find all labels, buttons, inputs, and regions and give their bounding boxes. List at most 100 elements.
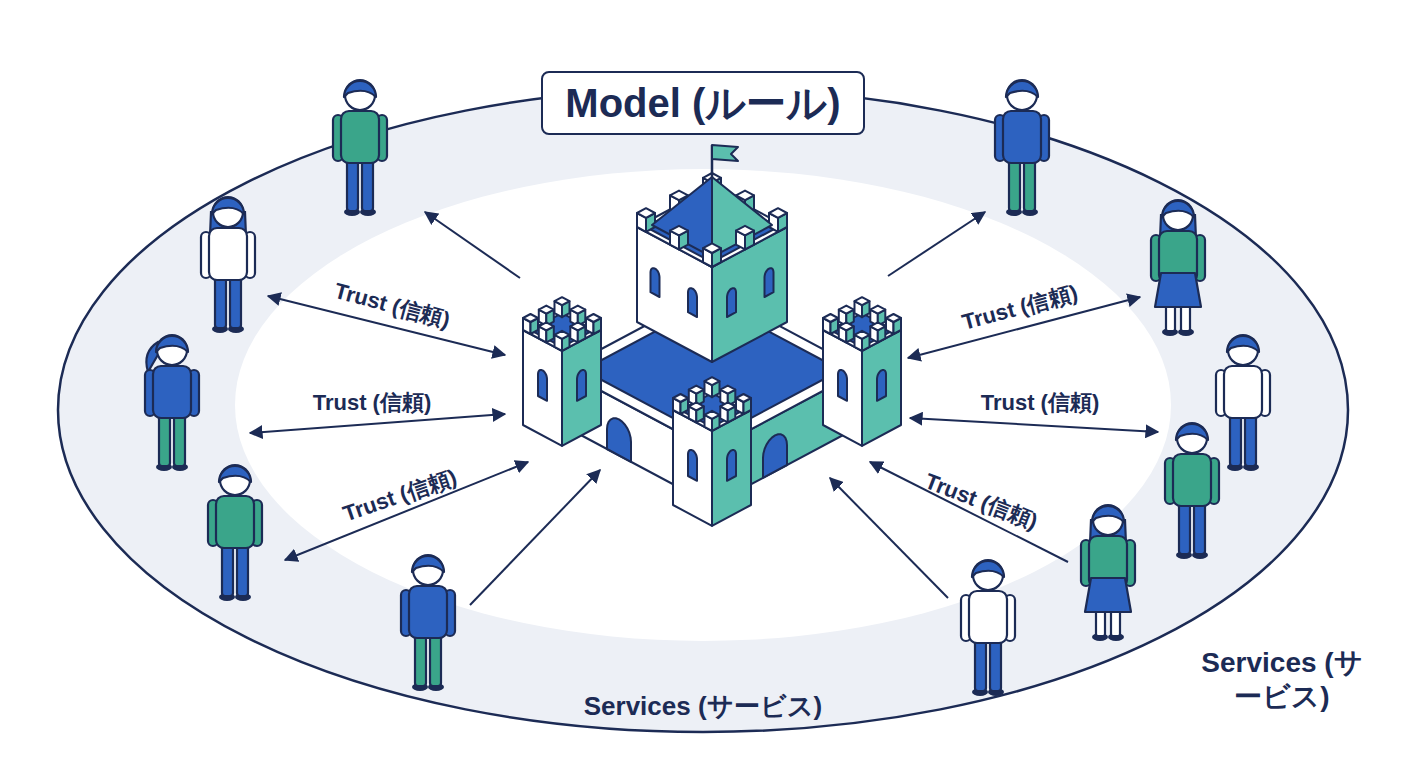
castle-window (607, 418, 631, 462)
person-hair (344, 81, 376, 97)
castle-top (855, 331, 870, 339)
person-head (157, 335, 187, 365)
person-hair (1162, 201, 1194, 217)
castle-top (637, 208, 655, 218)
castle-top (886, 314, 901, 322)
trust-label: Trust (信頼) (331, 278, 452, 334)
trust-label: Trust (信頼) (921, 468, 1041, 535)
castle-window (577, 370, 586, 401)
castle-top (689, 402, 704, 410)
person-part (1224, 366, 1262, 418)
castle-top (539, 306, 554, 314)
person-figure (1151, 200, 1205, 336)
castle-window (688, 288, 697, 317)
service-label: Services (サービス) (1195, 646, 1370, 713)
castle-window (688, 450, 697, 481)
person-hair (412, 556, 444, 572)
trust-arrow (285, 462, 528, 560)
person-skirt (1085, 578, 1131, 612)
castle-window (651, 268, 660, 297)
castle-window (763, 434, 787, 478)
person-hair (1176, 424, 1208, 440)
trust-arrow (250, 414, 505, 433)
person-hair (1006, 81, 1038, 97)
castle-wall (562, 330, 601, 446)
castle-top (839, 306, 854, 314)
person-head (213, 197, 243, 227)
person-hair (219, 466, 251, 482)
castle-illustration (523, 145, 901, 526)
castle-top (570, 306, 585, 314)
castle-top (673, 394, 688, 402)
person-head (1228, 335, 1258, 365)
castle-top (555, 297, 570, 305)
person-head (1007, 80, 1037, 110)
person-head (973, 560, 1003, 590)
castle-top (539, 322, 554, 330)
trust-arrow (425, 212, 520, 278)
person-figure (1216, 335, 1270, 471)
castle-window (727, 450, 736, 481)
castle-top (703, 243, 721, 253)
flag (712, 145, 738, 161)
castle-top (839, 322, 854, 330)
person-hair (1092, 506, 1124, 522)
inner-ground (235, 169, 1171, 641)
person-head (345, 80, 375, 110)
person-head (1177, 423, 1207, 453)
trust-arrow (888, 212, 985, 276)
castle-top (670, 226, 688, 236)
person-part (216, 496, 254, 548)
service-ring (58, 88, 1348, 732)
person-figure (333, 80, 387, 216)
person-figure (208, 465, 262, 601)
castle-top (769, 208, 787, 218)
trust-arrow (870, 462, 1068, 562)
castle-window (538, 370, 547, 401)
trust-arrow (470, 470, 600, 605)
person-figure (1165, 423, 1219, 559)
castle-window (727, 288, 736, 317)
person-hair (156, 336, 188, 352)
trust-label: Trust (信頼) (313, 390, 432, 416)
person-part (969, 591, 1007, 643)
trust-arrow (910, 418, 1158, 432)
person-figure (1081, 505, 1135, 641)
person-hair (212, 198, 244, 214)
person-part (1173, 454, 1211, 506)
person-figure (145, 335, 199, 471)
castle-top (705, 411, 720, 419)
castle-wall (823, 330, 862, 446)
castle-top (555, 331, 570, 339)
castle-top (870, 306, 885, 314)
keep-roof (712, 177, 772, 257)
castle-top (823, 314, 838, 322)
person-part (209, 228, 247, 280)
trust-label: Trust (信頼) (340, 464, 461, 528)
service-label: Services (サービス) (584, 691, 823, 722)
castle-top (586, 314, 601, 322)
castle-wall (673, 410, 712, 526)
box-title: Model (ルール) (565, 79, 840, 127)
castle-top (689, 386, 704, 394)
castle-top (720, 402, 735, 410)
person-part (341, 111, 379, 163)
castle-window (765, 268, 774, 297)
person-part (1003, 111, 1041, 163)
trust-label: Trust (信頼) (981, 390, 1100, 416)
person-figure (201, 197, 255, 333)
castle-window (877, 370, 886, 401)
person-part (409, 586, 447, 638)
person-hair (972, 561, 1004, 577)
castle-wall (862, 330, 901, 446)
person-part (153, 366, 191, 418)
castle-top (855, 297, 870, 305)
keep-roof (652, 177, 712, 257)
person-head (1163, 200, 1193, 230)
person-figure (401, 555, 455, 691)
rule-box: Model (ルール) (541, 71, 864, 135)
trust-label: Trust (信頼) (959, 280, 1080, 336)
castle-top (736, 226, 754, 236)
castle-top (720, 386, 735, 394)
person-head (1093, 505, 1123, 535)
